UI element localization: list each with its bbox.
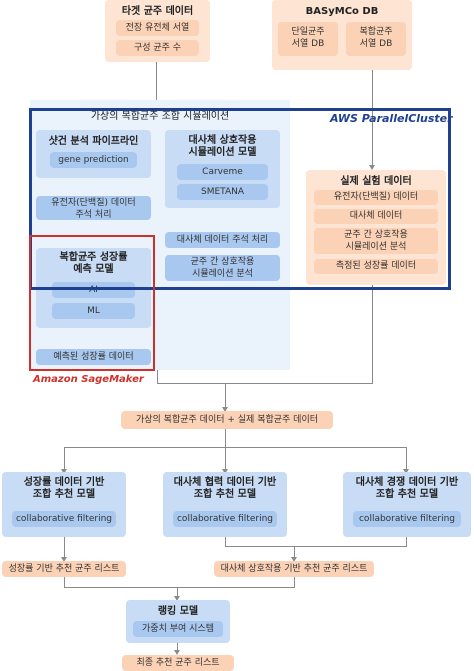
connector-exp-down	[372, 284, 373, 384]
connector-model23-h	[225, 546, 407, 547]
arrow-model1	[61, 469, 67, 474]
predicted-growth-data: 예측된 성장률 데이터	[36, 349, 151, 365]
gene-annotation-box: 유전자(단백질) 데이터 주석 처리	[36, 196, 151, 220]
basymco-db-title: BASyMCo DB	[305, 6, 379, 17]
growth-recommend-cf: collaborative filtering	[12, 511, 116, 527]
connector-to-combined	[225, 383, 226, 411]
metabolic-analysis-box: 균주 간 상호작용 시뮬레이션 분석	[165, 255, 280, 281]
metabolic-competition-title: 대사체 경쟁 데이터 기반 조합 추천 모델	[355, 477, 459, 500]
arrow-to-experiment	[369, 165, 375, 170]
experiment-item-metabolite: 대사체 데이터	[314, 209, 438, 224]
connector-model2-down	[225, 537, 226, 547]
experiment-data-box: 실제 실험 데이터 유전자(단백질) 데이터 대사체 데이터 균주 간 상호작용…	[306, 170, 446, 285]
basymco-db-box: BASyMCo DB 단일균주 서열 DB 복합균주 서열 DB	[272, 0, 412, 70]
shotgun-pipeline-box: 샷건 분석 파이프라인 gene prediction	[36, 130, 151, 178]
ranking-model-box: 랭킹 모델 가중치 부여 시스템	[126, 600, 230, 643]
connector-model2	[225, 447, 226, 471]
gene-prediction-item: gene prediction	[50, 152, 137, 168]
experiment-item-interaction: 균주 간 상호작용 시뮬레이션 분석	[314, 228, 438, 254]
arrow-list1	[61, 557, 67, 562]
metabolic-model-title: 대사체 상호작용 시뮬레이션 모델	[188, 135, 257, 158]
growth-model-title: 복합균주 성장률 예측 모델	[59, 252, 128, 275]
experiment-item-growth: 측정된 성장률 데이터	[314, 259, 438, 274]
target-strain-title: 타겟 균주 데이터	[121, 6, 194, 17]
connector-to-list2	[294, 546, 295, 560]
connector-lists-h	[64, 587, 295, 588]
target-item-count: 구성 균주 수	[116, 40, 199, 56]
ai-item: AI	[52, 282, 135, 298]
connector-models-h	[64, 447, 407, 448]
metabolic-cooperation-title: 대사체 협력 데이터 기반 조합 추천 모델	[173, 477, 277, 500]
connector-model3-down	[406, 537, 407, 547]
sagemaker-label: Amazon SageMaker	[33, 374, 144, 385]
arrow-model3	[403, 469, 409, 474]
combined-data-box: 가상의 복합균주 데이터 + 실제 복합균주 데이터	[121, 411, 333, 429]
basymco-single-db: 단일균주 서열 DB	[278, 22, 338, 56]
connector-combined-down	[225, 429, 226, 448]
arrow-to-ranking	[174, 596, 180, 601]
metabolic-competition-cf: collaborative filtering	[353, 511, 461, 527]
metabolic-annotation-box: 대사체 데이터 주석 처리	[165, 232, 280, 248]
connector-ranking-final	[177, 643, 178, 653]
metabolic-cooperation-cf: collaborative filtering	[173, 511, 277, 527]
aws-parallelcluster-label: AWS ParallelCluster	[330, 112, 453, 125]
smetana-item: SMETANA	[177, 184, 268, 200]
connector-model3	[406, 447, 407, 471]
connector-basymco-down	[372, 69, 373, 169]
growth-based-list: 성장률 기반 추천 균주 리스트	[2, 561, 126, 577]
carveme-item: Carveme	[177, 164, 268, 180]
arrow-model2	[222, 469, 228, 474]
connector-target-down	[156, 61, 157, 101]
connector-model1	[64, 447, 65, 471]
sagemaker-frame	[29, 235, 155, 371]
connector-list2-down	[294, 576, 295, 588]
experiment-data-title: 실제 실험 데이터	[340, 176, 412, 187]
simulation-title: 가상의 복합균주 조합 시뮬레이션	[90, 111, 230, 122]
connector-sim-down	[157, 370, 158, 384]
weighting-system-item: 가중치 부여 시스템	[133, 621, 223, 637]
growth-recommend-title: 성장률 데이터 기반 조합 추천 모델	[23, 477, 105, 500]
target-strain-data-box: 타겟 균주 데이터 전장 유전체 서열 구성 균주 수	[105, 0, 210, 62]
target-item-genome: 전장 유전체 서열	[116, 20, 199, 36]
metabolic-cooperation-model-box: 대사체 협력 데이터 기반 조합 추천 모델 collaborative fil…	[163, 472, 287, 537]
metabolic-competition-model-box: 대사체 경쟁 데이터 기반 조합 추천 모델 collaborative fil…	[343, 472, 471, 537]
growth-recommend-model-box: 성장률 데이터 기반 조합 추천 모델 collaborative filter…	[2, 472, 126, 537]
shotgun-pipeline-title: 샷건 분석 파이프라인	[48, 136, 139, 147]
final-recommend-list: 최종 추천 균주 리스트	[122, 655, 234, 671]
arrow-to-final	[174, 650, 180, 655]
metabolic-based-list: 대사체 상호작용 기반 추천 균주 리스트	[214, 561, 374, 577]
metabolic-model-box: 대사체 상호작용 시뮬레이션 모델 Carveme SMETANA	[165, 130, 280, 208]
experiment-item-gene: 유전자(단백질) 데이터	[314, 190, 438, 205]
connector-join-h	[157, 383, 373, 384]
connector-to-ranking	[177, 587, 178, 599]
aws-parallelcluster-frame	[29, 108, 451, 290]
ranking-model-title: 랭킹 모델	[157, 606, 199, 617]
ml-item: ML	[52, 303, 135, 319]
connector-model1-list	[64, 537, 65, 560]
arrow-list2	[291, 557, 297, 562]
arrow-to-combined	[222, 407, 228, 412]
connector-list1-down	[64, 576, 65, 588]
basymco-complex-db: 복합균주 서열 DB	[346, 22, 406, 56]
